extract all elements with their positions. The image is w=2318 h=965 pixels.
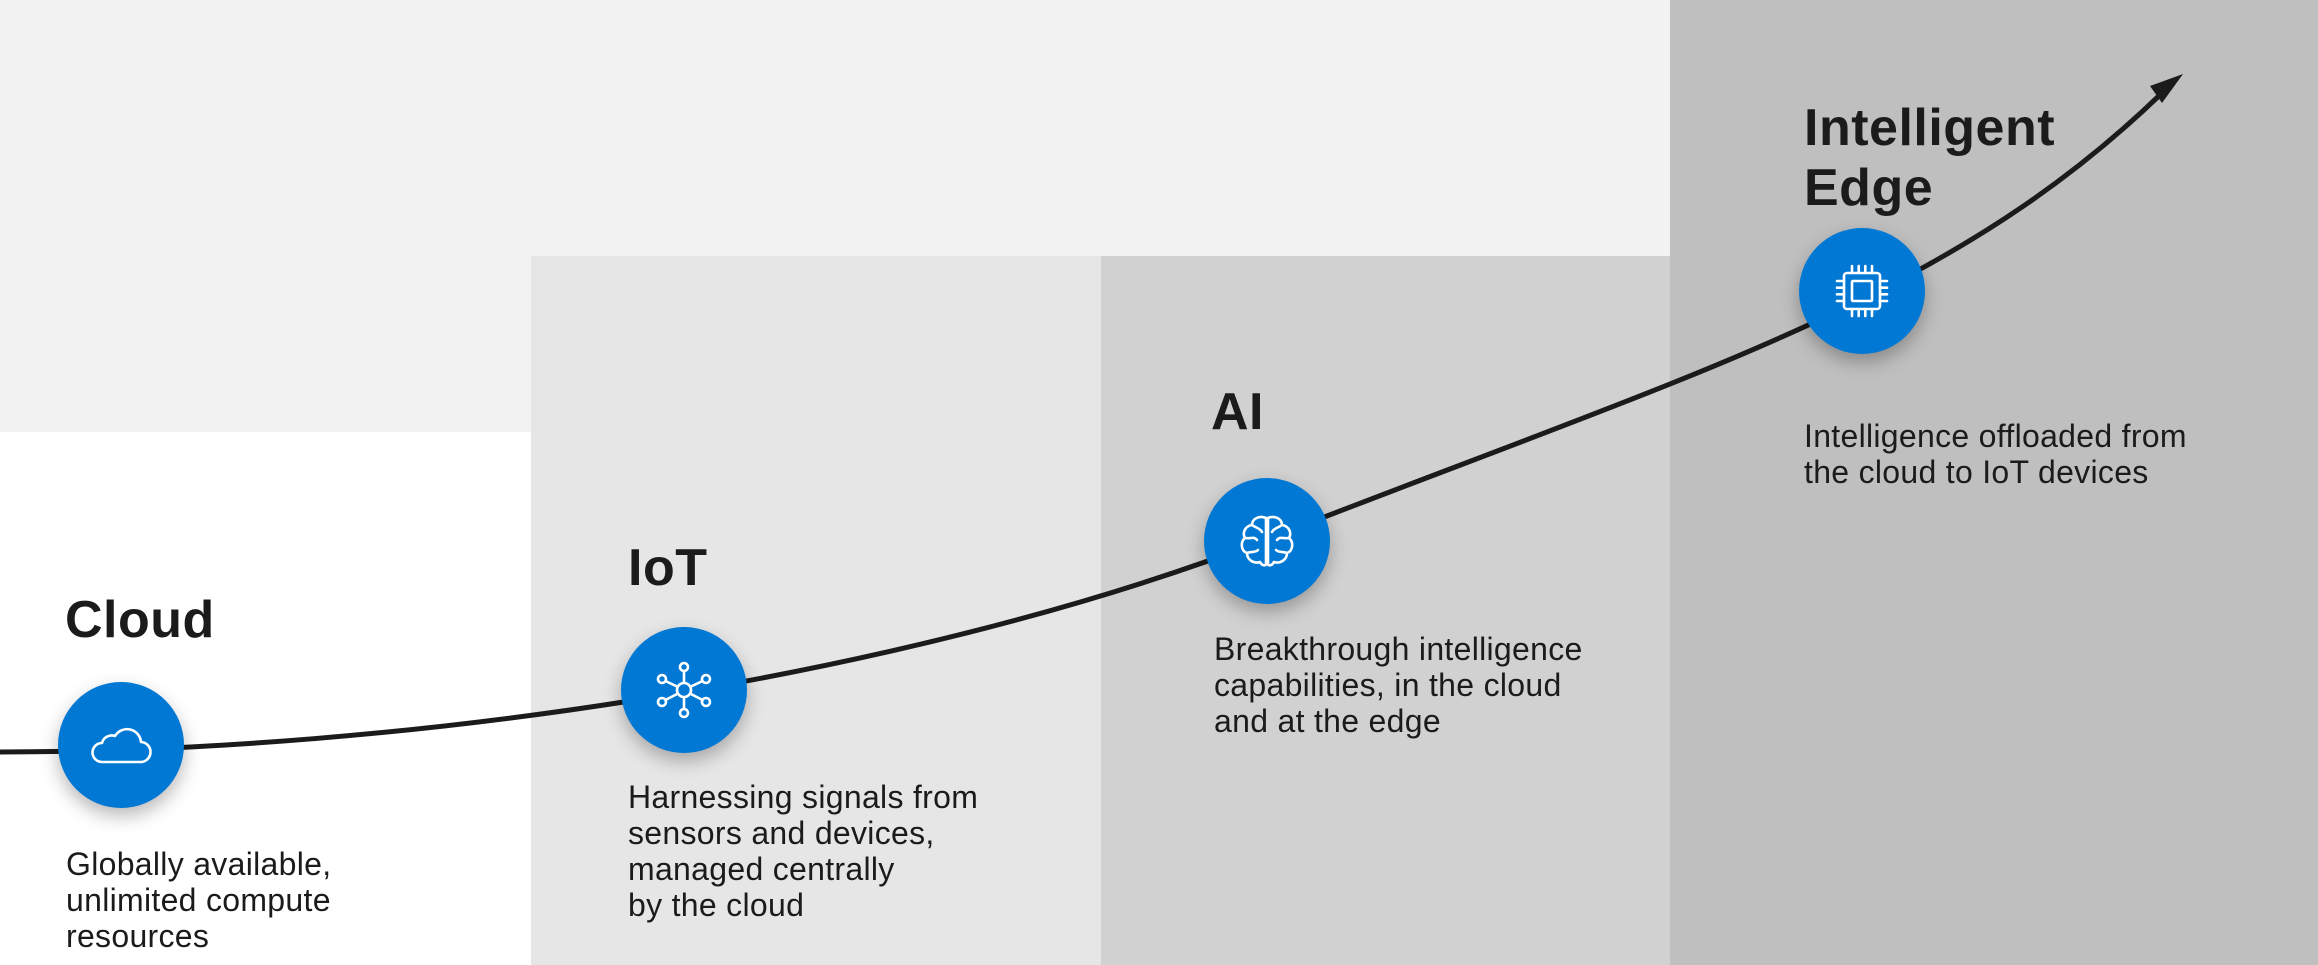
network-hub-icon (656, 661, 712, 719)
ai-badge (1204, 478, 1330, 604)
ai-description: Breakthrough intelligence capabilities, … (1214, 631, 1583, 739)
intelligent-edge-badge (1799, 228, 1925, 354)
cloud-title: Cloud (65, 591, 215, 649)
ai-title: AI (1211, 383, 1264, 441)
intelligent-edge-title: Intelligent Edge (1804, 99, 2056, 217)
cloud-badge (58, 682, 184, 808)
intelligent-edge-stage-panel (1670, 0, 2318, 965)
brain-icon (1240, 515, 1294, 567)
intelligent-edge-description: Intelligence offloaded from the cloud to… (1804, 418, 2187, 490)
chip-icon (1835, 264, 1889, 318)
curve-arrowhead-icon (2150, 74, 2183, 103)
iot-description: Harnessing signals from sensors and devi… (628, 779, 979, 923)
ai-stage-panel (1101, 256, 1670, 965)
iot-title: IoT (628, 539, 708, 597)
iot-stage-panel (531, 256, 1101, 965)
iot-badge (621, 627, 747, 753)
cloud-icon (91, 727, 152, 764)
cloud-description: Globally available, unlimited compute re… (66, 846, 332, 954)
